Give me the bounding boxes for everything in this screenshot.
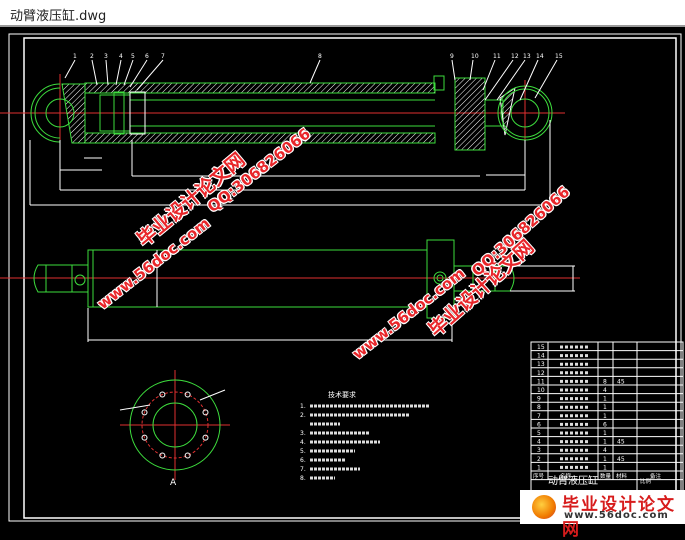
bom-header-no: 序号 [533, 472, 545, 480]
bom-no: 2 [537, 456, 541, 463]
bom-material: 45 [617, 378, 625, 385]
tech-item-number: 7. [300, 466, 306, 473]
tech-item-number: 6. [300, 457, 306, 464]
bom-qty: 1 [603, 464, 607, 471]
flange-view-a: A [119, 370, 230, 488]
part-label: 7 [161, 53, 165, 60]
technical-requirements: 技术要求 1. 2. 3. 4. 5. 6. 7. 8. [300, 390, 430, 482]
bom-row: 15 [537, 344, 588, 351]
tech-item-number: 3. [300, 430, 306, 437]
bom-qty: 6 [603, 421, 607, 428]
bom-no: 5 [537, 430, 541, 437]
bom-no: 6 [537, 421, 541, 428]
tech-item-number: 4. [300, 439, 306, 446]
tech-title: 技术要求 [328, 390, 356, 399]
window-title-bar: 动臂液压缸.dwg [0, 0, 685, 27]
bom-no: 8 [537, 404, 541, 411]
bom-qty: 1 [603, 396, 607, 403]
part-label: 3 [104, 53, 108, 60]
bom-no: 11 [537, 378, 545, 385]
bolt-hole [202, 434, 209, 441]
part-label: 11 [493, 53, 501, 60]
bolt-hole [202, 409, 209, 416]
bom-no: 15 [537, 344, 545, 351]
bolt-hole [184, 391, 191, 398]
bom-header-qty: 数量 [600, 472, 612, 480]
bom-row: 12 [537, 370, 588, 377]
bom-no: 10 [537, 387, 545, 394]
bom-row: 4 1 45 [537, 439, 625, 446]
bom-no: 13 [537, 361, 545, 368]
part-label: 2 [90, 53, 94, 60]
part-label: 10 [471, 53, 479, 60]
tech-item-number: 5. [300, 448, 306, 455]
bom-qty: 1 [603, 430, 607, 437]
bom-no: 9 [537, 396, 541, 403]
bolt-hole [184, 452, 191, 459]
tech-item-number: 1. [300, 403, 306, 410]
part-label: 8 [318, 53, 322, 60]
bom-no: 14 [537, 353, 545, 360]
bom-qty: 8 [603, 378, 607, 385]
bolt-hole [159, 452, 166, 459]
bom-row: 13 [537, 361, 588, 368]
bom-header-mat: 材料 [616, 472, 628, 480]
bolt-hole [141, 434, 148, 441]
logo-url: www.56doc.com [564, 510, 669, 521]
section-label: A [170, 478, 177, 488]
part-label: 4 [119, 53, 123, 60]
bom-no: 7 [537, 413, 541, 420]
bolt-hole [159, 391, 166, 398]
part-label: 1 [73, 53, 77, 60]
part-label: 12 [511, 53, 519, 60]
bom-no: 4 [537, 439, 541, 446]
tech-item-number: 8. [300, 475, 306, 482]
part-label: 15 [555, 53, 563, 60]
bom-header-name: 名称 [560, 472, 572, 480]
scale-label: 比例 [640, 477, 652, 485]
bom-material: 45 [617, 439, 625, 446]
bom-header-note: 备注 [650, 472, 662, 480]
part-label: 6 [145, 53, 149, 60]
bom-qty: 1 [603, 439, 607, 446]
tech-item-number: 2. [300, 412, 306, 419]
bom-qty: 1 [603, 413, 607, 420]
part-label: 5 [131, 53, 135, 60]
bom-no: 1 [537, 464, 541, 471]
window-title: 动臂液压缸.dwg [10, 9, 107, 24]
bom-row: 2 1 45 [537, 456, 625, 463]
bom-qty: 4 [603, 387, 607, 394]
bom-qty: 1 [603, 456, 607, 463]
bom-no: 12 [537, 370, 545, 377]
part-label: 14 [536, 53, 544, 60]
bom-no: 3 [537, 447, 541, 454]
elevation-view [0, 239, 580, 342]
bom-qty: 1 [603, 404, 607, 411]
logo-icon [532, 495, 556, 519]
bom-row: 14 [537, 353, 588, 360]
drawing-title: 动臂液压缸 [548, 474, 598, 487]
bom-row: 10 4 [537, 387, 607, 394]
bom-material: 45 [617, 456, 625, 463]
part-label: 9 [450, 53, 454, 60]
part-label: 13 [523, 53, 531, 60]
site-logo-banner[interactable]: 毕业设计论文网 www.56doc.com [520, 490, 685, 540]
bolt-hole [141, 409, 148, 416]
bom-qty: 4 [603, 447, 607, 454]
bom-row: 11 8 45 [537, 378, 625, 385]
